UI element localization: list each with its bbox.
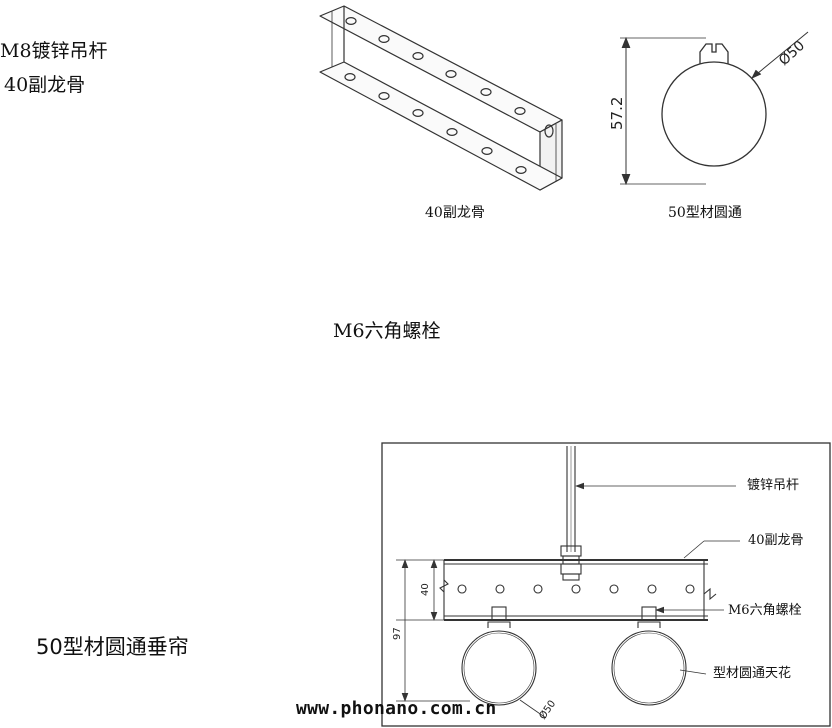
website-text: www.phonano.com.cn: [296, 698, 497, 719]
callout-bolt: M6六角螺栓: [728, 603, 802, 618]
bolt-title: M6六角螺栓: [333, 320, 441, 342]
callout-rod: 镀锌吊杆: [747, 478, 800, 493]
caption-channel: 40副龙骨: [425, 205, 485, 221]
curtain-title: 50型材圆通垂帘: [36, 635, 189, 659]
callout-channel: 40副龙骨: [748, 533, 804, 548]
label-galvanized-rod: M8镀锌吊杆: [0, 40, 108, 62]
tube-height-dimension: 57.2: [608, 97, 626, 130]
dim-total-height: 97: [392, 627, 403, 640]
caption-tube: 50型材圆通: [668, 205, 742, 221]
dim-channel-height: 40: [420, 583, 431, 596]
callout-tube: 型材圆通天花: [713, 666, 792, 681]
dim-tube-diameter: Ø50: [537, 698, 559, 722]
label-secondary-keel: 40副龙骨: [4, 74, 86, 96]
